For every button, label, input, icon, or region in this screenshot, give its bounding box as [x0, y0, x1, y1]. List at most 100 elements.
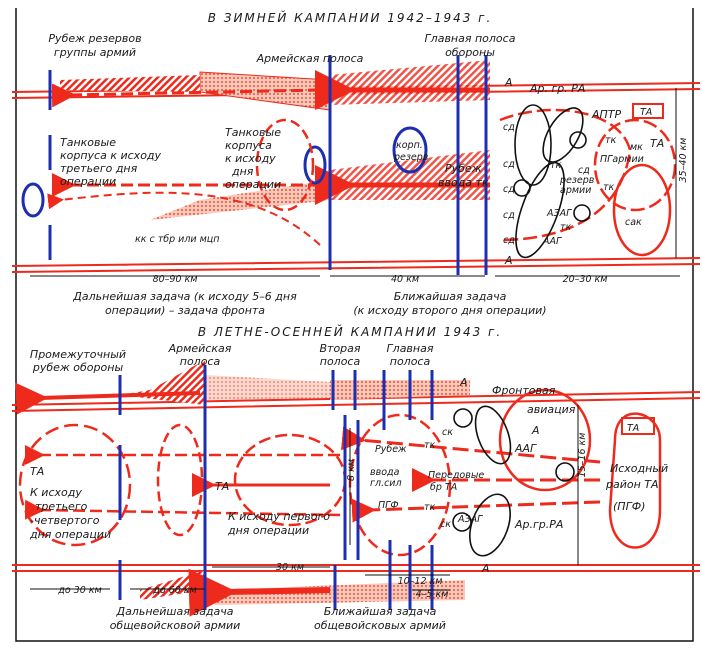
task-label: Ближайшая задача: [394, 290, 507, 303]
label: дня операции: [29, 528, 111, 541]
label: Ар. гр. РА: [529, 82, 585, 95]
label: корпуса к исходу: [60, 149, 162, 162]
label: Рубеж: [445, 162, 482, 175]
label: тк: [605, 135, 617, 146]
label: Передовые: [428, 470, 484, 481]
label: резерв: [393, 152, 429, 163]
label: резерв: [559, 175, 595, 186]
label: ввода: [370, 467, 400, 478]
label: (ПГФ): [613, 500, 645, 513]
label: армии: [560, 185, 591, 196]
label: корпуса: [225, 139, 272, 152]
attack-wedge: [215, 580, 465, 605]
attack-arrow: [351, 498, 601, 523]
label: тк: [560, 222, 572, 233]
label: сд: [503, 184, 515, 195]
label: ск: [440, 519, 451, 530]
task-label: общевойсковых армий: [314, 619, 446, 632]
label: Вторая: [319, 342, 360, 355]
distance-label: 8 км: [346, 459, 357, 481]
distance-label: 10–12 км: [398, 576, 443, 587]
label: полоса: [180, 355, 221, 368]
label: А: [504, 254, 513, 267]
label: бр ТА: [430, 482, 457, 493]
label: А: [459, 376, 468, 389]
label: ТА: [650, 137, 664, 150]
label: ск: [442, 427, 453, 438]
label: тк: [424, 502, 436, 513]
label: полоса: [390, 355, 431, 368]
label: Фронтовая: [492, 384, 556, 397]
label: мк: [630, 142, 643, 153]
summer-panel: В ЛЕТНЕ-ОСЕННЕЙ КАМПАНИИ 1943 г.: [11, 324, 701, 632]
label: А: [531, 424, 540, 437]
defense-lines: [21, 55, 488, 275]
summer-title: В ЛЕТНЕ-ОСЕННЕЙ КАМПАНИИ 1943 г.: [198, 324, 502, 339]
label: кк с тбр или мцп: [135, 234, 219, 245]
label: А: [504, 76, 513, 89]
label: дня операции: [227, 524, 309, 537]
attack-wedge: [60, 75, 200, 92]
distance-label: 40 км: [391, 274, 419, 285]
distance-label: 80–90 км: [153, 274, 198, 285]
label: ввода тк: [438, 176, 489, 189]
distance-label: 15–16 км: [577, 433, 588, 478]
label: район ТА: [605, 478, 659, 491]
label: АЗАГ: [457, 514, 483, 525]
label: Танковые: [225, 126, 281, 139]
cavalry-arrow: [47, 191, 321, 246]
label: ААГ: [514, 442, 537, 455]
label: операции: [60, 175, 116, 188]
label: Исходный: [610, 462, 668, 475]
label: обороны: [445, 46, 495, 59]
label: корп.: [396, 140, 423, 151]
task-label: общевойсковой армии: [110, 619, 241, 632]
label: ТА: [640, 107, 652, 118]
ta-flag: [632, 103, 664, 119]
label: тк: [550, 160, 562, 171]
label: группы армий: [54, 46, 136, 59]
label: Армейская полоса: [256, 52, 364, 65]
label: полоса: [320, 355, 361, 368]
label: ААГ: [542, 236, 562, 247]
label: сд: [503, 235, 515, 246]
label: сд: [503, 159, 515, 170]
task-label: Дальнейшая задача (к исходу 5–6 дня: [72, 290, 297, 303]
label: сд: [503, 210, 515, 221]
label: ПГармии: [600, 154, 644, 165]
lower-boundary: [11, 257, 701, 273]
label: Промежуточный: [30, 348, 126, 361]
distance-label: 4–5 км: [416, 589, 449, 600]
label: ТА: [627, 423, 639, 434]
attack-wedge: [330, 380, 470, 400]
label: сак: [625, 217, 642, 228]
label: Рубеж: [375, 444, 407, 455]
winter-title: В ЗИМНЕЙ КАМПАНИИ 1942–1943 г.: [208, 10, 493, 25]
artillery-groups: [452, 405, 575, 557]
label: АПТР: [591, 108, 622, 121]
attack-wedge: [330, 60, 490, 105]
attack-arrow: [51, 83, 321, 108]
distance-label: 35–40 км: [678, 138, 689, 183]
attack-wedge: [150, 180, 330, 220]
task-label: операции) – задача фронта: [105, 304, 265, 317]
label: тк: [603, 182, 615, 193]
label: ТА: [30, 465, 44, 478]
task-label: Дальнейшая задача: [115, 605, 233, 618]
distance-label: 20–30 км: [563, 274, 608, 285]
label: Армейская: [168, 342, 232, 355]
lower-boundary: [12, 564, 700, 572]
label: гл.сил: [370, 478, 402, 489]
artillery-groups: [513, 104, 591, 259]
label: АЗАГ: [546, 208, 572, 219]
distance-label: до 60 км: [152, 585, 196, 596]
label: Танковые: [60, 136, 116, 149]
attack-wedge: [205, 375, 330, 400]
label: Рубеж резервов: [48, 32, 141, 45]
task-label: Ближайшая задача: [324, 605, 437, 618]
unit-ovals: [255, 108, 677, 257]
label: ПГФ: [378, 500, 399, 511]
label: ТА: [215, 480, 229, 493]
ta-flag: [621, 417, 655, 435]
